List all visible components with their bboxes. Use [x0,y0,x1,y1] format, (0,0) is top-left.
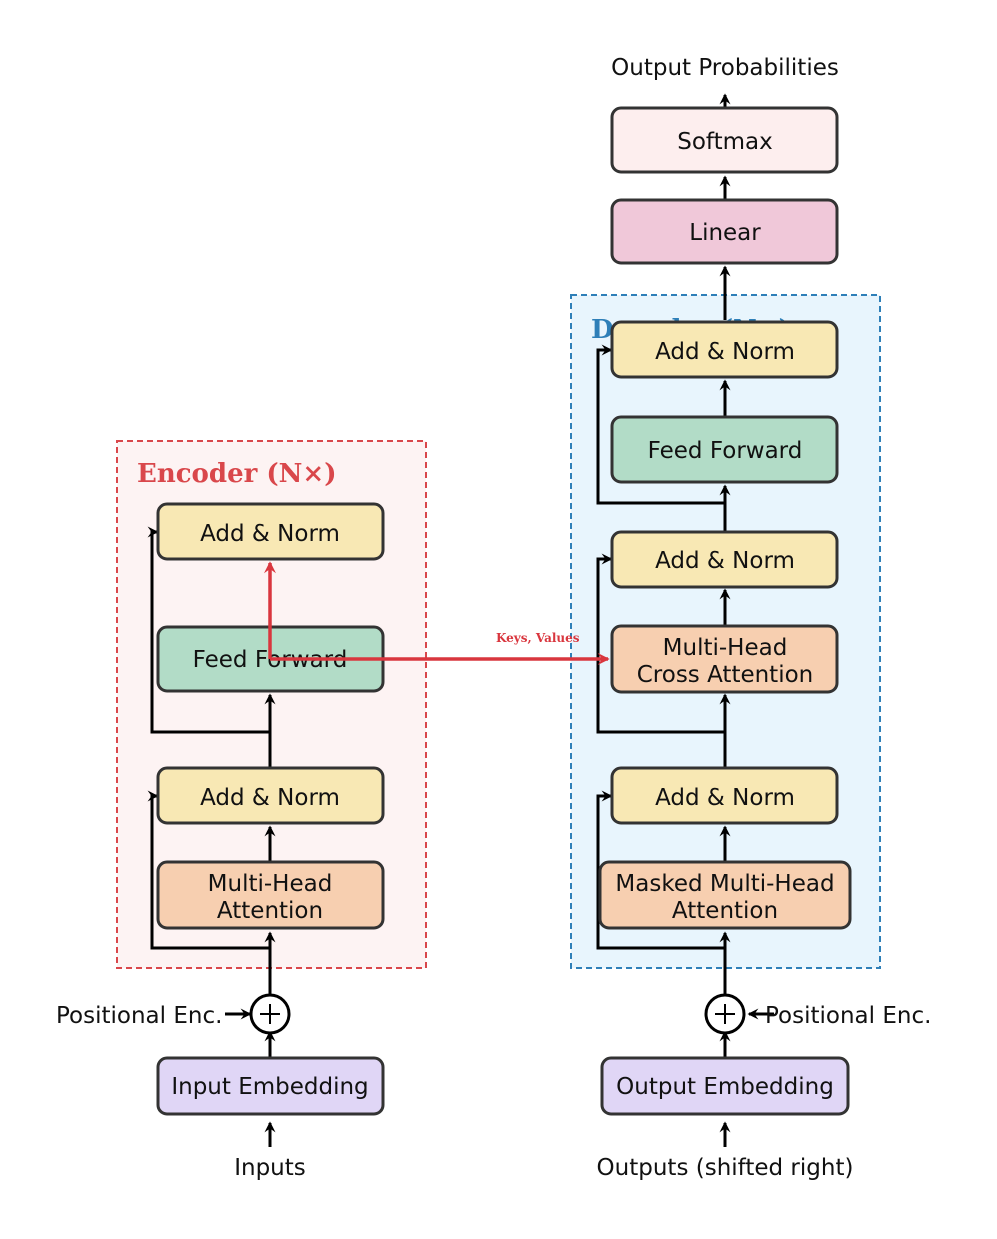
encoder-attention-label-line2: Attention [217,898,323,924]
decoder-add-norm-2-label: Add & Norm [655,548,795,574]
encoder-positional-label: Positional Enc. [56,1003,222,1029]
encoder-add-norm-1-label: Add & Norm [200,785,340,811]
encoder-title: Encoder (N×) [137,459,337,489]
decoder-masked-attention-box [598,860,852,930]
decoder-feed-forward-label: Feed Forward [648,438,803,464]
decoder-add-norm-2-box [610,530,839,589]
output-embedding-label: Output Embedding [616,1074,834,1100]
linear-label: Linear [689,220,761,246]
decoder-feed-forward-box [610,415,839,484]
encoder-add-norm-1-box [156,766,385,825]
encoder-connections [147,526,276,1147]
encoder-attention-label-line1: Multi-Head [208,871,333,897]
decoder-add-norm-1-label: Add & Norm [655,785,795,811]
decoder-connections [596,93,774,1147]
decoder-masked-attention-label-line1: Masked Multi-Head [615,871,834,897]
decoder-add-norm-1-box [610,766,839,825]
decoder-positional-label: Positional Enc. [765,1003,931,1029]
decoder-cross-attention-label-line2: Cross Attention [637,662,814,688]
decoder-add-norm-3-label: Add & Norm [655,339,795,365]
input-embedding-box [156,1056,385,1116]
encoder-attention-box [156,860,385,930]
output-probabilities-label: Output Probabilities [611,55,839,81]
outputs-shifted-label: Outputs (shifted right) [597,1155,854,1181]
linear-box [610,198,839,265]
output-embedding-box [600,1056,850,1116]
softmax-label: Softmax [677,129,773,155]
decoder-add-norm-3-box [610,320,839,379]
input-embedding-label: Input Embedding [171,1074,368,1100]
encoder-add-norm-2-label: Add & Norm [200,521,340,547]
decoder-masked-attention-label-line2: Attention [672,898,778,924]
encoder-add-norm-2-box [156,502,385,561]
decoder-cross-attention-label-line1: Multi-Head [663,635,788,661]
inputs-label: Inputs [234,1155,306,1181]
keys-values-label: Keys, Values [496,631,580,645]
softmax-box [610,106,839,174]
decoder-cross-attention-box [610,624,839,694]
